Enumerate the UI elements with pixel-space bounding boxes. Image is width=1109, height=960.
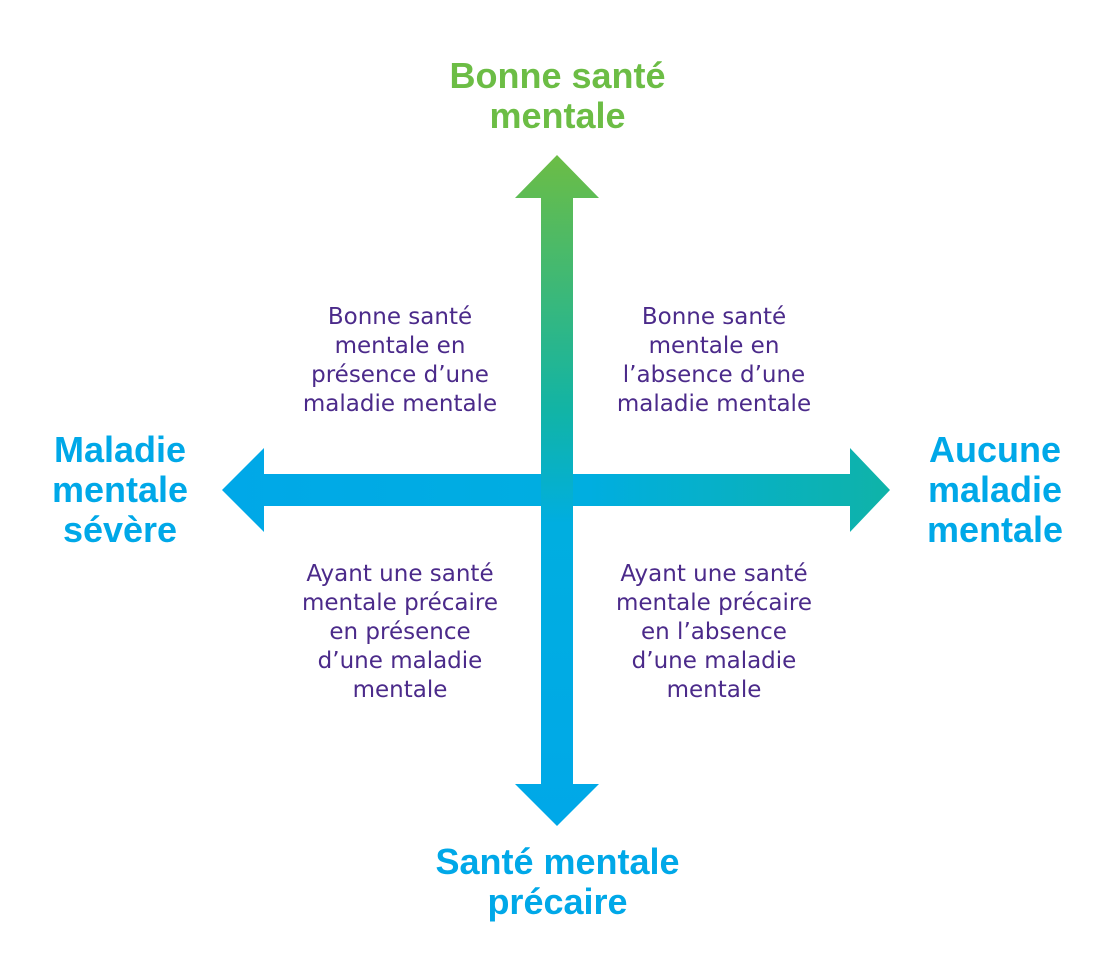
axis-label-top: Bonne santé mentale — [449, 55, 666, 136]
axis-label-left: Maladie mentale sévère — [51, 429, 189, 550]
quadrant-label-top-right: Bonne santé mentale en l’absence d’une m… — [616, 304, 812, 417]
quadrant-label-bottom-left: Ayant une santé mentale précaire en prés… — [301, 561, 499, 703]
axis-label-right: Aucune maladie mentale — [926, 429, 1064, 550]
vertical-axis-arrow — [515, 155, 599, 826]
quadrant-label-top-left: Bonne santé mentale en présence d’une ma… — [302, 304, 498, 417]
axis-label-bottom: Santé mentale précaire — [435, 841, 680, 922]
quadrant-label-bottom-right: Ayant une santé mentale précaire en l’ab… — [615, 561, 813, 703]
